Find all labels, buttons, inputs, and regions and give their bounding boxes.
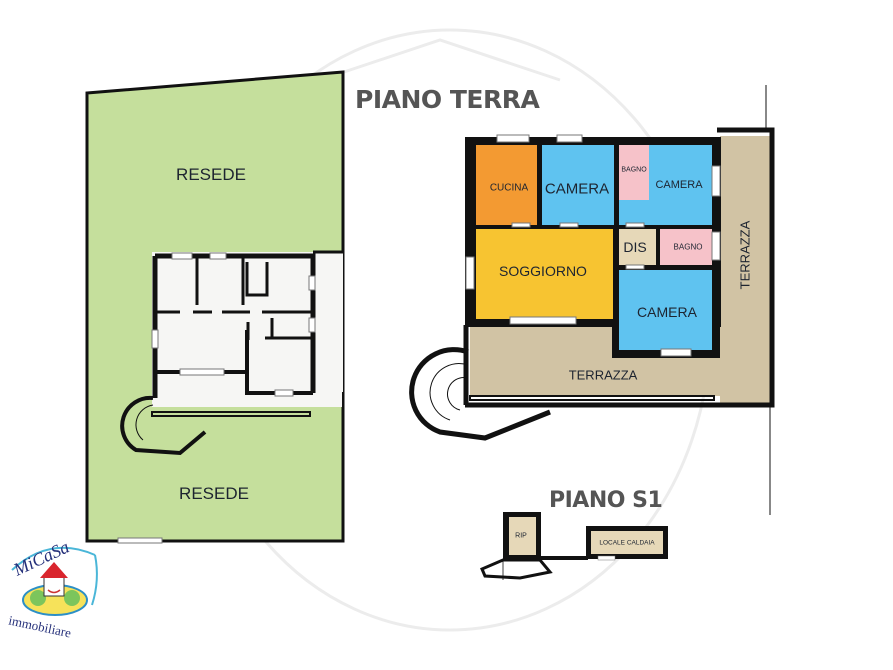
rip-label: RIP — [515, 532, 527, 540]
dis-label: DIS — [623, 239, 647, 255]
resede-top-label: RESEDE — [176, 165, 246, 184]
camera-3-label: CAMERA — [637, 304, 697, 320]
resede-bottom-label: RESEDE — [179, 484, 249, 503]
bagno-1-label: BAGNO — [621, 166, 647, 174]
room-bagno-2 — [660, 229, 712, 265]
room-camera-1 — [542, 145, 614, 225]
room-dis — [619, 229, 656, 265]
room-camera-3 — [619, 270, 712, 350]
terrazza-south-label: TERRAZZA — [568, 367, 638, 383]
piano-s1-title: PIANO S1 — [549, 488, 663, 513]
room-bagno-1 — [619, 145, 649, 200]
room-soggiorno — [476, 229, 613, 319]
soggiorno-label: SOGGIORNO — [499, 263, 587, 279]
bagno-2-label: BAGNO — [673, 242, 703, 252]
piano-terra-title: PIANO TERRA — [355, 85, 540, 114]
locale-caldaia-label: LOCALE CALDAIA — [599, 539, 655, 547]
camera-2-label: CAMERA — [655, 179, 703, 191]
room-cucina — [476, 145, 537, 225]
camera-1-label: CAMERA — [544, 180, 610, 198]
cucina-label: CUCINA — [489, 182, 529, 194]
